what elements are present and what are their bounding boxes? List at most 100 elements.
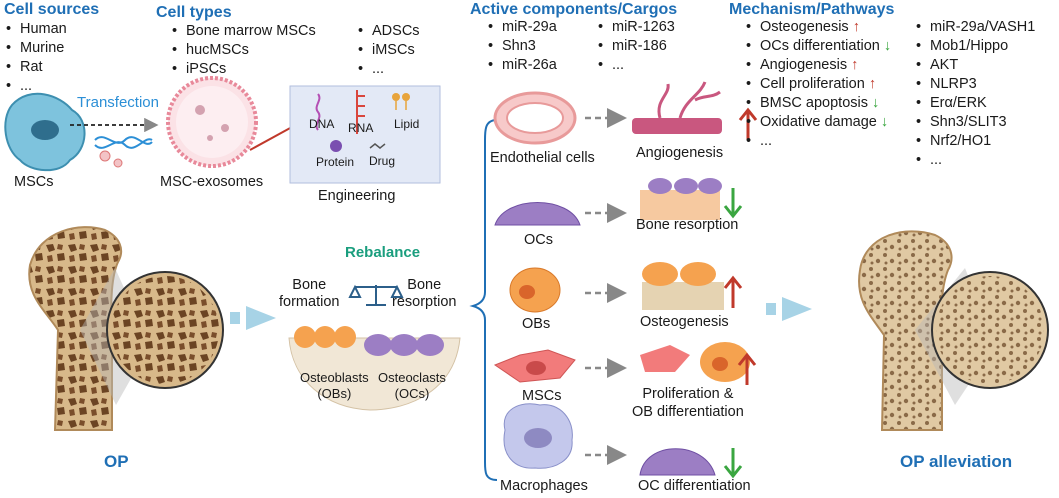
target-cell-label: MSCs <box>522 388 562 404</box>
down-arrow-icon: ↓ <box>883 38 892 54</box>
list-item: Erα/ERK <box>914 94 1035 113</box>
osteogenesis-illustration <box>642 262 724 310</box>
lipid-label: Lipid <box>394 117 420 131</box>
protein-label: Protein <box>316 155 355 169</box>
list-item: OCs differentiation ↓ <box>744 37 891 56</box>
list-item: hucMSCs <box>170 41 316 60</box>
down-arrow-icon: ↓ <box>872 95 880 111</box>
drug-icon <box>369 143 386 149</box>
balance-scale-icon <box>348 284 404 306</box>
list-item: Nrf2/HO1 <box>914 132 1035 151</box>
list-item: Shn3/SLIT3 <box>914 113 1035 132</box>
list-item: NLRP3 <box>914 75 1035 94</box>
protein-icon <box>330 140 342 152</box>
mscs-label: MSCs <box>14 174 54 190</box>
effect-label: OC differentiation <box>638 478 751 494</box>
cell-types-list-2: ADSCs iMSCs ... <box>356 22 420 79</box>
cell-types-list-1: Bone marrow MSCs hucMSCs iPSCs <box>170 22 316 79</box>
list-item: ... <box>914 151 1035 170</box>
up-arrow-icon: ↑ <box>868 76 877 92</box>
dna-helix-icon <box>94 136 153 149</box>
target-cell-label: OBs <box>522 316 551 332</box>
mechanism-effects-list: Osteogenesis ↑ OCs differentiation ↓ Ang… <box>744 18 891 151</box>
list-item: ADSCs <box>356 22 420 41</box>
oc-cell-illustration <box>494 202 581 226</box>
list-item: Shn3 <box>486 37 557 56</box>
list-item: Angiogenesis ↑ <box>744 56 891 75</box>
list-item: Human <box>4 20 67 39</box>
active-components-list-2: miR-1263 miR-186 ... <box>596 18 675 75</box>
up-arrow-icon: ↑ <box>851 57 859 73</box>
msc-exosomes-label: MSC-exosomes <box>160 174 264 190</box>
active-components-list-1: miR-29a Shn3 miR-26a <box>486 18 557 75</box>
rebalance-label: Rebalance <box>345 244 421 261</box>
engineering-box <box>289 85 441 184</box>
bone-remodeling-illustration <box>288 326 461 411</box>
osteoclasts-label: Osteoclasts (OCs) <box>378 370 446 401</box>
list-item: miR-1263 <box>596 18 675 37</box>
op-to-rebalance-arrow <box>230 306 276 330</box>
effect-direction-arrows <box>723 107 758 479</box>
op-alleviation-label: OP alleviation <box>900 452 1013 471</box>
effect-label: Bone resorption <box>636 217 739 233</box>
list-item: ... <box>4 77 67 96</box>
engineering-label: Engineering <box>318 188 396 204</box>
list-item: iMSCs <box>356 41 420 60</box>
to-alleviation-arrow <box>766 297 812 321</box>
bone-formation-label: Bone formation <box>279 277 340 310</box>
effect-label: Angiogenesis <box>636 145 724 161</box>
bone-resorption-label: Bone resorption <box>392 277 457 310</box>
active-components-heading: Active components/Cargos <box>470 1 678 18</box>
dna-label: DNA <box>309 117 335 131</box>
msc-cell-illustration <box>4 92 86 172</box>
msc-target-cell-illustration <box>493 349 576 383</box>
list-item: Murine <box>4 39 67 58</box>
list-item: miR-29a <box>486 18 557 37</box>
exosome-illustration <box>166 76 258 168</box>
proliferation-illustration <box>640 342 750 382</box>
ob-cell-illustration <box>509 267 561 313</box>
targets-brace <box>469 119 498 481</box>
target-cell-label: OCs <box>524 232 553 248</box>
drug-label: Drug <box>369 154 396 168</box>
bone-resorption-illustration <box>640 178 722 220</box>
angiogenesis-illustration <box>632 81 722 134</box>
osteoblasts-label: Osteoblasts (OBs) <box>300 370 369 401</box>
cell-sources-list: Human Murine Rat ... <box>4 20 67 96</box>
list-item: Mob1/Hippo <box>914 37 1035 56</box>
rna-icon <box>356 90 365 134</box>
up-arrow-icon: ↑ <box>852 19 860 35</box>
oc-differentiation-illustration <box>639 448 716 476</box>
list-item: miR-26a <box>486 56 557 75</box>
cell-types-heading: Cell types <box>156 4 232 21</box>
lipid-icon <box>392 93 410 110</box>
cell-sources-heading: Cell sources <box>4 1 100 18</box>
exosome-connector <box>249 126 293 151</box>
healthy-bone-illustration <box>858 230 1049 431</box>
list-item: iPSCs <box>170 60 316 79</box>
transfection-label: Transfection <box>77 94 159 111</box>
list-item: AKT <box>914 56 1035 75</box>
list-item: ... <box>744 132 891 151</box>
list-item: Rat <box>4 58 67 77</box>
list-item: Cell proliferation ↑ <box>744 75 891 94</box>
op-bone-illustration <box>28 226 224 431</box>
list-item: BMSC apoptosis ↓ <box>744 94 891 113</box>
target-cell-label: Macrophages <box>500 478 588 494</box>
macrophage-illustration <box>503 403 573 469</box>
list-item: ... <box>596 56 675 75</box>
down-arrow-icon: ↓ <box>880 114 889 130</box>
effect-label: Proliferation & OB differentiation <box>632 386 744 420</box>
op-label: OP <box>104 452 129 471</box>
target-cell-label: Endothelial cells <box>490 150 595 166</box>
list-item: miR-186 <box>596 37 675 56</box>
effect-label: Osteogenesis <box>640 314 729 330</box>
list-item: Oxidative damage ↓ <box>744 113 891 132</box>
list-item: ... <box>356 60 420 79</box>
list-item: miR-29a/VASH1 <box>914 18 1035 37</box>
mechanism-heading: Mechanism/Pathways <box>729 1 895 18</box>
pathways-list: miR-29a/VASH1 Mob1/Hippo AKT NLRP3 Erα/E… <box>914 18 1035 170</box>
endothelial-cell-illustration <box>493 91 577 145</box>
list-item: Osteogenesis ↑ <box>744 18 891 37</box>
